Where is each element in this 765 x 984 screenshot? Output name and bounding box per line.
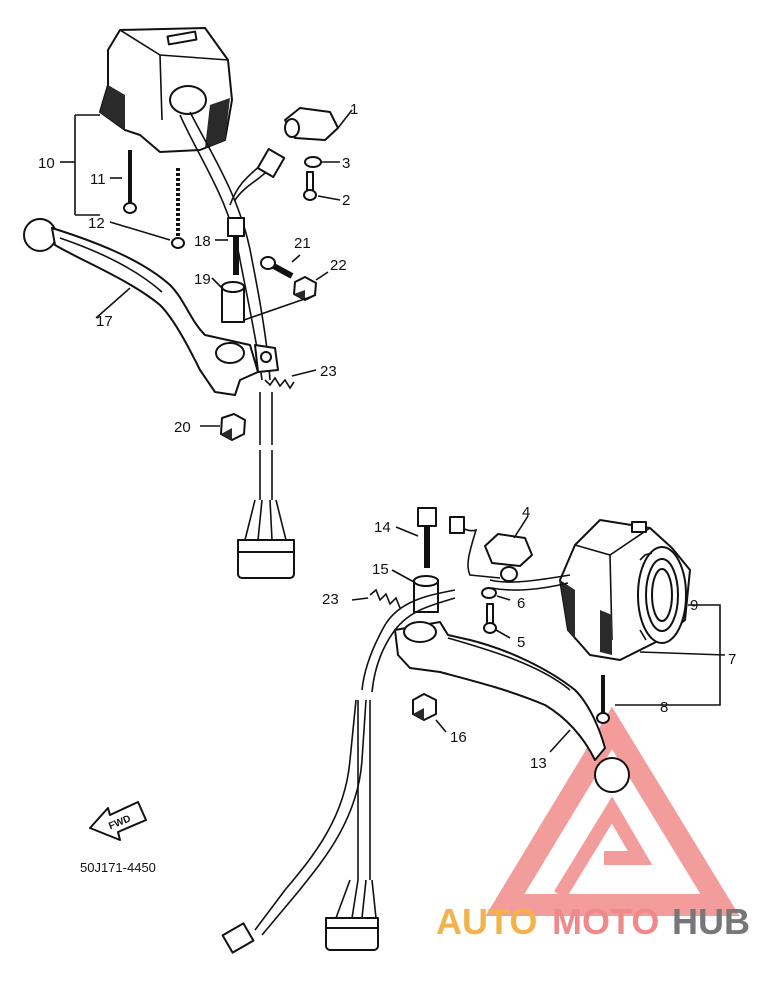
bolt-12 — [171, 168, 185, 249]
watermark-hub: HUB — [672, 901, 750, 942]
callout-1: 1 — [350, 101, 358, 118]
nut-20 — [220, 413, 246, 441]
callout-18: 18 — [194, 233, 211, 250]
callout-22: 22 — [330, 257, 347, 274]
callout-13: 13 — [530, 755, 547, 772]
watermark-text: AUTO MOTO HUB — [436, 901, 750, 942]
washer-3 — [304, 156, 322, 168]
bolt-8 — [596, 675, 610, 724]
fwd-arrow-icon — [89, 801, 147, 841]
callout-21: 21 — [294, 235, 311, 252]
bolt-14 — [417, 507, 437, 568]
callout-4: 4 — [522, 504, 530, 521]
callout-19: 19 — [194, 271, 211, 288]
screw-2 — [303, 171, 317, 201]
callout-7: 7 — [728, 651, 736, 668]
callout-10: 10 — [38, 155, 55, 172]
watermark-moto: MOTO — [552, 901, 659, 942]
spring-23-upper — [264, 376, 295, 390]
callout-20: 20 — [174, 419, 191, 436]
brake-switch-part — [484, 533, 533, 582]
callout-14: 14 — [374, 519, 391, 536]
callout-16: 16 — [450, 729, 467, 746]
right-switch-housing — [559, 519, 691, 661]
callout-labels: 1 2 3 4 5 6 7 8 9 10 11 12 13 14 15 16 1… — [38, 101, 736, 875]
callout-17: 17 — [96, 313, 113, 330]
connector-small-lower — [221, 922, 255, 954]
callout-23-upper: 23 — [320, 363, 337, 380]
callout-6: 6 — [517, 595, 525, 612]
watermark-logo — [485, 706, 740, 916]
clutch-switch-part — [284, 107, 339, 141]
connector-harness-lower — [325, 879, 379, 951]
screw-5 — [483, 603, 497, 634]
callout-3: 3 — [342, 155, 350, 172]
callout-5: 5 — [517, 634, 525, 651]
wire-connector-small — [256, 147, 286, 179]
callout-11: 11 — [90, 171, 106, 188]
callout-23-lower: 23 — [322, 591, 339, 608]
spring-23-lower — [369, 588, 401, 609]
bolt-21 — [260, 256, 294, 279]
collar-19 — [221, 281, 245, 323]
callout-2: 2 — [342, 192, 350, 209]
callout-12: 12 — [88, 215, 105, 232]
nut-16 — [412, 693, 437, 721]
lever-17 — [23, 218, 279, 396]
bolt-18 — [227, 217, 245, 275]
callout-15: 15 — [372, 561, 389, 578]
washer-6 — [481, 587, 497, 599]
watermark-auto: AUTO — [436, 901, 537, 942]
lever-13 — [394, 621, 630, 793]
connector-harness-upper — [237, 499, 295, 579]
left-switch-housing — [99, 27, 233, 153]
callout-9: 9 — [690, 597, 698, 614]
bolt-11 — [123, 150, 137, 214]
callout-8: 8 — [660, 699, 668, 716]
collar-15 — [413, 575, 439, 613]
drawing-code: 50J171-4450 — [80, 860, 156, 875]
